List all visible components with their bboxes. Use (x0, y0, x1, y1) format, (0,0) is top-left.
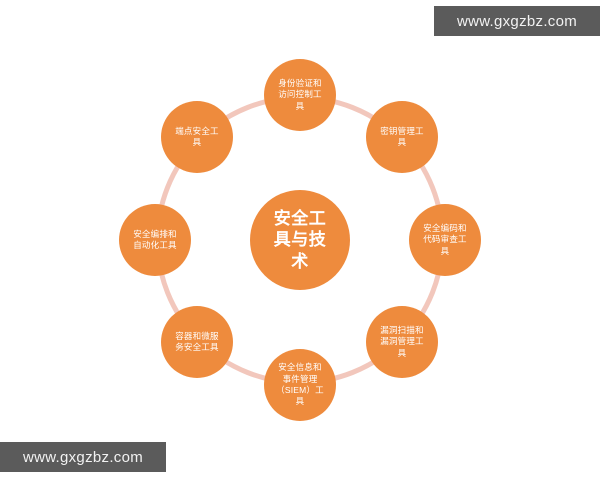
diagram-center-label: 安全工 具与技 术 (273, 209, 327, 271)
diagram-node-label: 安全编码和 代码审查工 具 (423, 222, 467, 256)
diagram-node-label: 端点安全工 具 (175, 125, 219, 147)
diagram-node-endpoint-security[interactable]: 端点安全工 具 (161, 101, 233, 173)
diagram-node-secure-coding-review[interactable]: 安全编码和 代码审查工 具 (409, 204, 481, 276)
diagram-node-label: 漏洞扫描和 漏洞管理工 具 (380, 324, 424, 358)
watermark-top-right: www.gxgzbz.com (434, 6, 600, 36)
diagram-node-security-orchestration-automation[interactable]: 安全编排和 自动化工具 (119, 204, 191, 276)
diagram-node-label: 安全编排和 自动化工具 (133, 228, 177, 250)
diagram-node-key-management[interactable]: 密钥管理工 具 (366, 101, 438, 173)
diagram-node-label: 安全信息和 事件管理 （SIEM）工 具 (276, 362, 324, 407)
diagram-node-siem[interactable]: 安全信息和 事件管理 （SIEM）工 具 (264, 349, 336, 421)
diagram-node-container-microservice-security[interactable]: 容器和微服 务安全工具 (161, 306, 233, 378)
diagram-node-vulnerability-scanning[interactable]: 漏洞扫描和 漏洞管理工 具 (366, 306, 438, 378)
watermark-bottom-left: www.gxgzbz.com (0, 442, 166, 472)
diagram-node-label: 身份验证和 访问控制工 具 (278, 77, 322, 111)
diagram-node-authentication-access-control[interactable]: 身份验证和 访问控制工 具 (264, 59, 336, 131)
diagram-node-label: 容器和微服 务安全工具 (175, 330, 219, 352)
diagram-node-label: 密钥管理工 具 (380, 125, 424, 147)
diagram-center-hub[interactable]: 安全工 具与技 术 (250, 190, 350, 290)
